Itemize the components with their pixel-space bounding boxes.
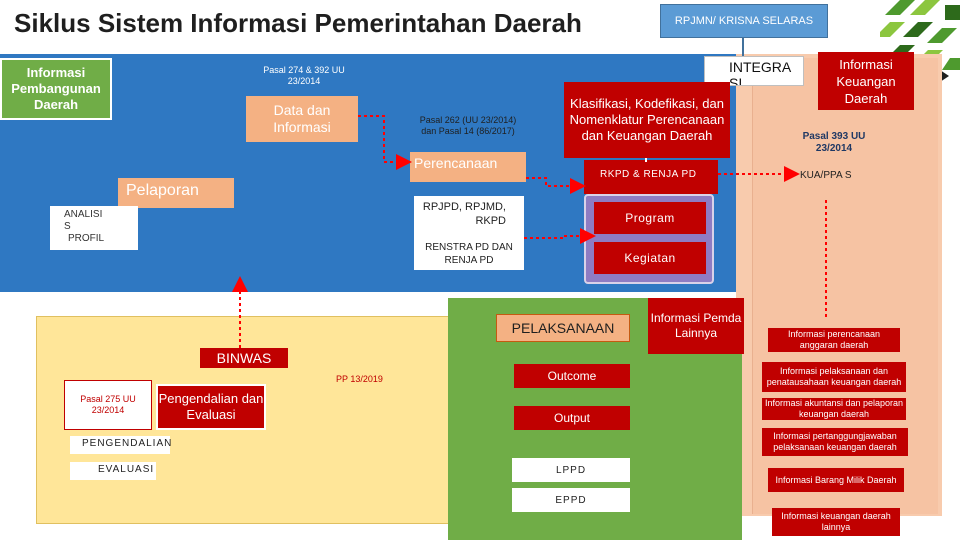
perencanaan-box: Perencanaan: [410, 152, 526, 182]
rpjpd-box: RPJPD, RPJMD, RKPD: [414, 196, 524, 238]
keuangan-item-pelaksanaan: Informasi pelaksanaan dan penatausahaan …: [762, 362, 906, 392]
kegiatan-box: Kegiatan: [594, 242, 706, 274]
pasal-393-note: Pasal 393 UU 23/2014: [802, 131, 866, 154]
pasal-262-note: Pasal 262 (UU 23/2014) dan Pasal 14 (86/…: [419, 115, 517, 136]
lppd-box: LPPD: [512, 458, 630, 482]
analisis-label: ANALISI: [64, 209, 103, 220]
pengendalian-box: PENGENDALIAN: [70, 436, 171, 454]
renstra-box: RENSTRA PD DAN RENJA PD: [414, 238, 524, 270]
data-informasi-box: Data dan Informasi: [246, 96, 358, 142]
keuangan-item-pertanggungjawaban: Informasi pertanggungjawaban pelaksanaan…: [762, 428, 908, 456]
keuangan-item-perencanaan: Informasi perencanaan anggaran daerah: [768, 328, 900, 352]
evaluasi-box: EVALUASI: [70, 462, 156, 480]
profil-label: PROFIL: [68, 233, 105, 244]
play-arrow-icon[interactable]: [940, 70, 949, 82]
kua-ppas-label: KUA/PPA S: [800, 170, 852, 181]
binwas-box: BINWAS: [200, 348, 288, 368]
pasal-275-box: Pasal 275 UU 23/2014: [64, 380, 152, 430]
rpjmn-box: RPJMN/ KRISNA SELARAS: [660, 4, 828, 38]
info-keuangan-box: Informasi Keuangan Daerah: [818, 52, 914, 110]
eppd-box: EPPD: [512, 488, 630, 512]
program-box: Program: [594, 202, 706, 234]
outcome-box: Outcome: [514, 364, 630, 388]
analisis-profil-box: ANALISI S PROFIL: [50, 206, 138, 250]
rkpd-box: RKPD & RENJA PD: [584, 160, 718, 194]
pengendalian-evaluasi-box: Pengendalian dan Evaluasi: [156, 384, 266, 430]
integrasi-box: INTEGRA SI: [704, 56, 804, 86]
keuangan-item-akuntansi: Informasi akuntansi dan pelaporan keuang…: [762, 398, 906, 420]
info-pemda-box: Informasi Pemda Lainnya: [648, 298, 744, 354]
pelaksanaan-box: PELAKSANAAN: [496, 314, 630, 342]
page-title: Siklus Sistem Informasi Pemerintahan Dae…: [14, 8, 582, 38]
output-box: Output: [514, 406, 630, 430]
klasifikasi-box: Klasifikasi, Kodefikasi, dan Nomenklatur…: [564, 82, 730, 158]
pelaporan-box: Pelaporan: [118, 178, 234, 208]
connector-line: [742, 38, 744, 56]
analisis-label-s: S: [64, 221, 71, 232]
keuangan-item-bmd: Informasi Barang Milik Daerah: [768, 468, 904, 492]
pasal-274-note: Pasal 274 & 392 UU 23/2014: [263, 65, 345, 86]
pp-13-note: PP 13/2019: [336, 374, 383, 384]
info-pembangunan-box: Informasi Pembangunan Daerah: [0, 58, 112, 120]
keuangan-item-lainnya: Informasi keuangan daerah lainnya: [772, 508, 900, 536]
